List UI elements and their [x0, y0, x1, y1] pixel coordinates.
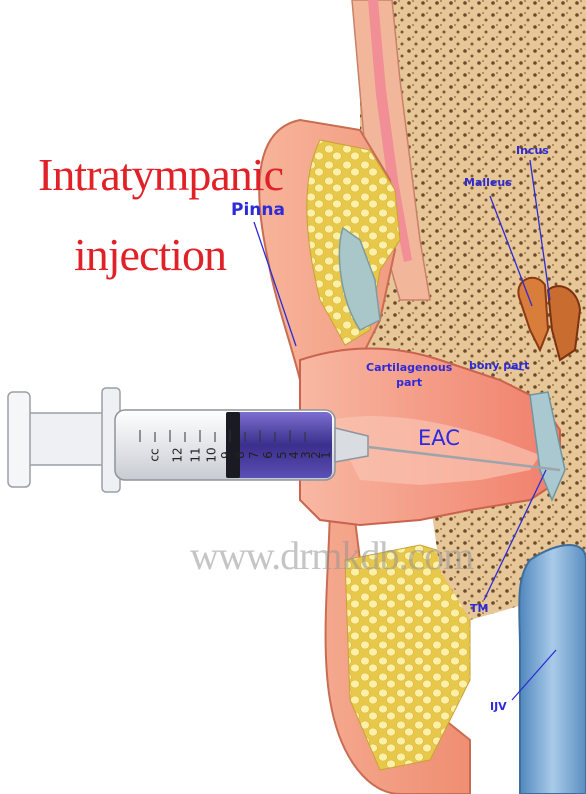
- label-cartilagenous-part: Cartilagenous part: [366, 360, 452, 390]
- syringe-fluid: [232, 412, 332, 478]
- title-line-2: injection: [74, 232, 226, 278]
- syringe-scale-1: 1: [319, 451, 333, 459]
- label-eac: EAC: [418, 426, 460, 450]
- syringe-plunger-cap: [8, 392, 30, 487]
- label-bony-part: bony part: [469, 359, 529, 372]
- label-cartilagenous-line2: part: [366, 375, 452, 390]
- title-line-1: Intratympanic: [38, 152, 283, 198]
- syringe-scale-10: 10: [205, 447, 219, 462]
- syringe-scale-8: 8: [233, 451, 247, 459]
- label-incus: Incus: [516, 144, 549, 157]
- internal-jugular-vein: [519, 545, 586, 794]
- syringe-scale-6: 6: [261, 451, 275, 459]
- label-malleus: Malleus: [464, 176, 512, 189]
- label-ijv: IJV: [490, 700, 507, 713]
- watermark: www.drmkdb.com: [190, 532, 473, 579]
- syringe-scale-unit: cc: [148, 448, 162, 461]
- label-tm: TM: [470, 602, 488, 615]
- label-pinna: Pinna: [231, 200, 285, 220]
- syringe-scale-11: 11: [189, 447, 203, 462]
- syringe-scale-12: 12: [171, 447, 185, 462]
- syringe-plunger-seal: [226, 412, 240, 478]
- syringe-scale-9: 9: [219, 451, 233, 459]
- label-cartilagenous-line1: Cartilagenous: [366, 360, 452, 375]
- syringe-scale-7: 7: [247, 451, 261, 459]
